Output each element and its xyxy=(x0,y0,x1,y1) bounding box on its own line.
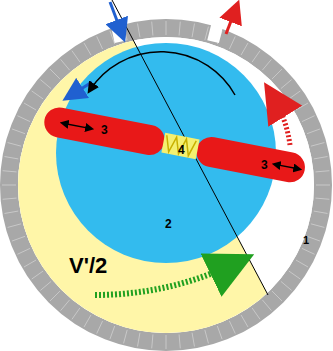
callout-number: 1 xyxy=(303,235,309,246)
callout-number: 4 xyxy=(178,144,185,156)
volume-label: V'/2 xyxy=(69,255,107,277)
callout-number: 2 xyxy=(165,218,172,230)
vane xyxy=(42,105,167,158)
callout-number: 3 xyxy=(101,124,108,136)
vane xyxy=(194,134,308,184)
spring xyxy=(161,133,199,159)
callout-number: 3 xyxy=(261,159,268,171)
